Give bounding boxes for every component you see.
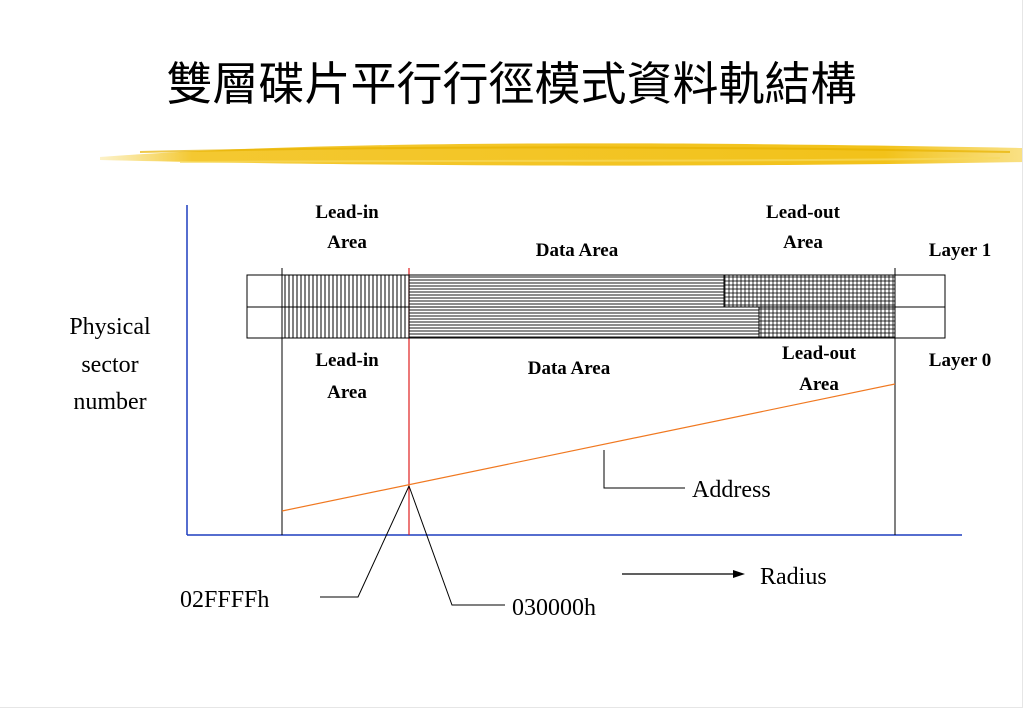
layer1-lead-out-label-line2: Area (783, 232, 823, 253)
layer0-bar (246, 306, 946, 339)
address-start-callout-line (320, 485, 410, 598)
layer0-label: Layer 0 (929, 350, 991, 371)
x-axis-label: Radius (760, 564, 827, 590)
layer0-lead-out-region (758, 306, 896, 339)
layer0-lead-out-label-line2: Area (799, 374, 839, 395)
layer1-lead-in-label-line2: Area (327, 232, 367, 253)
layer1-lead-in-label-line1: Lead-in (315, 202, 379, 223)
layer0-data-region (408, 306, 760, 339)
layer1-lead-out-label-line1: Lead-out (766, 202, 841, 223)
address-label: Address (692, 477, 771, 503)
y-axis-label-line1: Physical (69, 314, 151, 340)
layer0-data-label: Data Area (528, 358, 611, 379)
layer1-label: Layer 1 (929, 240, 991, 261)
layer1-lead-out-region (723, 274, 896, 308)
address-start-label: 02FFFFh (180, 587, 269, 613)
layer1-lead-in-region (281, 274, 410, 308)
address-end-label: 030000h (512, 595, 596, 621)
title-underline-brush (100, 143, 1023, 166)
layer0-lead-in-label-line1: Lead-in (315, 350, 379, 371)
address-line (281, 383, 896, 512)
layer1-data-region (408, 274, 725, 308)
layer0-lead-in-label-line2: Area (327, 382, 367, 403)
y-axis-label-line3: number (73, 389, 146, 415)
address-callout-line (603, 450, 685, 489)
slide-title: 雙層碟片平行行徑模式資料軌結構 (166, 57, 857, 111)
layer1-data-label: Data Area (536, 240, 619, 261)
address-end-callout-line (408, 485, 505, 606)
y-axis-label-line2: sector (81, 352, 138, 378)
radius-arrow (622, 570, 745, 578)
layer0-lead-out-label-line1: Lead-out (782, 343, 857, 364)
layer0-lead-in-region (281, 306, 410, 339)
layer1-bar (246, 274, 946, 308)
